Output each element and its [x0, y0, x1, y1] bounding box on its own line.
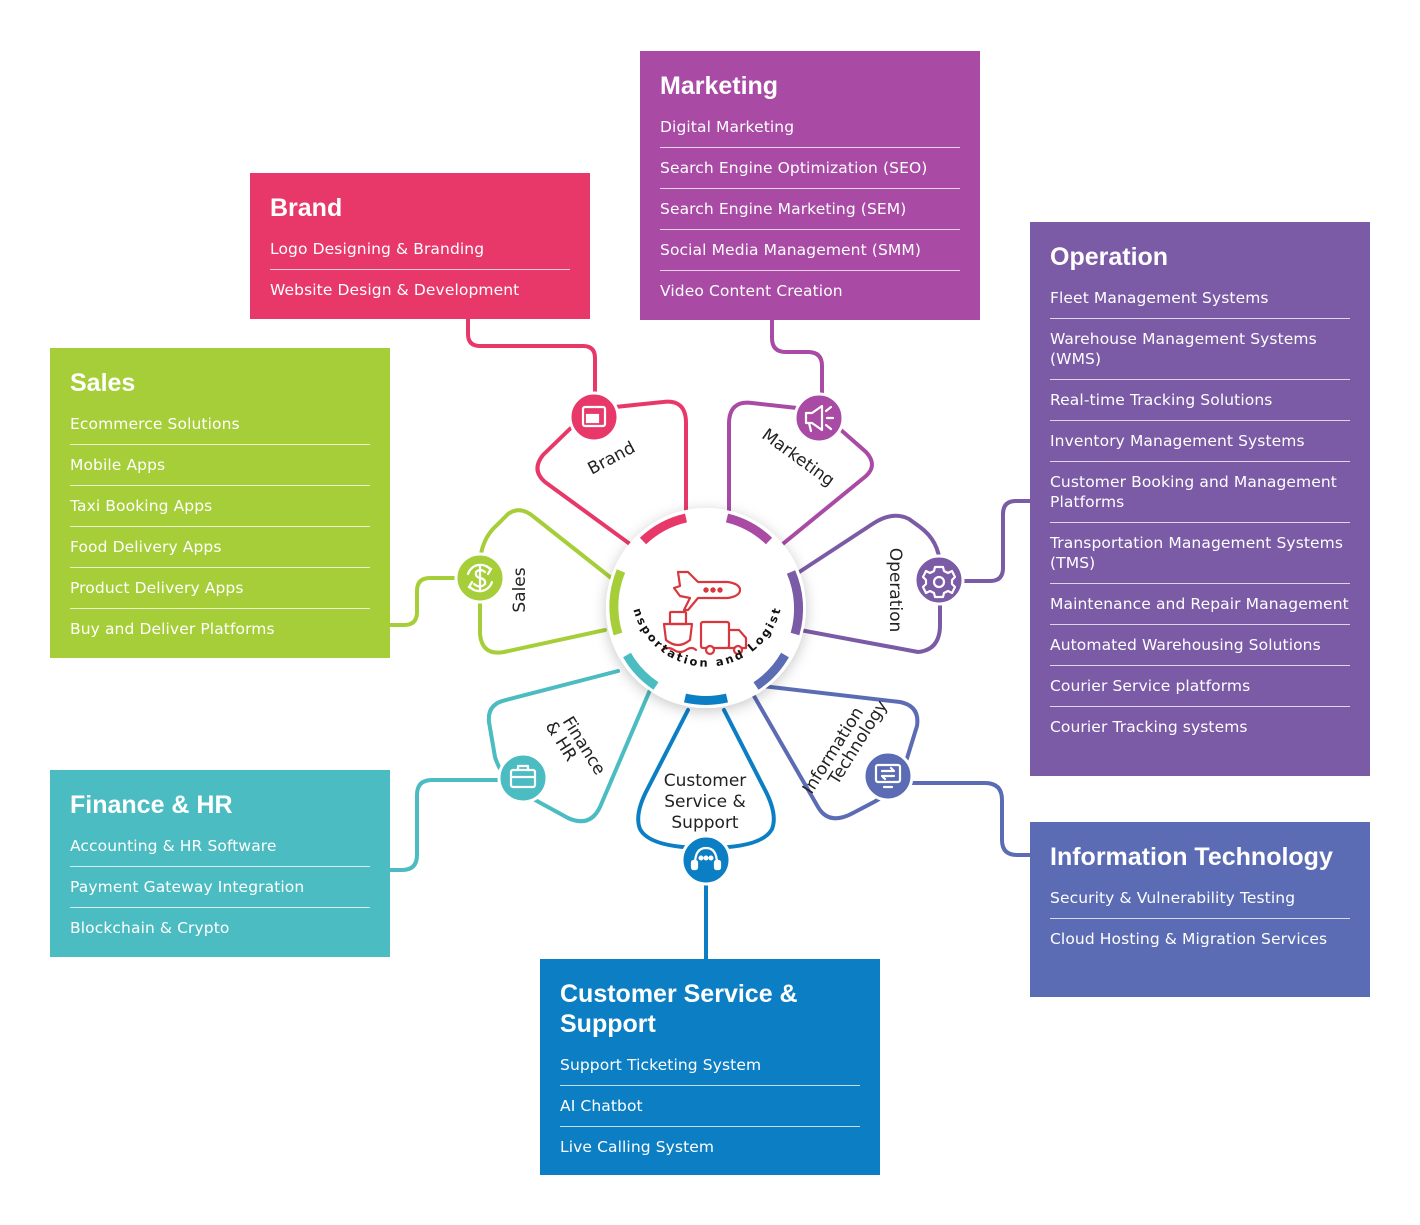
list-item[interactable]: Customer Booking and Management Platform… — [1050, 462, 1350, 523]
list-item[interactable]: Courier Tracking systems — [1050, 718, 1248, 736]
marketing-badge[interactable] — [793, 392, 845, 444]
operation-service-list: Fleet Management Systems Warehouse Manag… — [1050, 278, 1350, 747]
operation-badge[interactable] — [913, 554, 965, 606]
connector-sales — [388, 576, 459, 627]
list-item[interactable]: Taxi Booking Apps — [70, 486, 370, 527]
list-item[interactable]: Courier Service platforms — [1050, 666, 1350, 707]
marketing-service-list: Digital Marketing Search Engine Optimiza… — [660, 107, 960, 311]
list-item[interactable]: Warehouse Management Systems (WMS) — [1050, 319, 1350, 380]
sales-card-title: Sales — [70, 369, 136, 397]
headset-support-icon — [690, 846, 722, 871]
information-technology-service-list: Security & Vulnerability Testing Cloud H… — [1050, 878, 1350, 959]
briefcase-icon — [509, 764, 537, 789]
sales-service-list: Ecommerce Solutions Mobile Apps Taxi Boo… — [70, 404, 370, 649]
list-item[interactable]: Product Delivery Apps — [70, 568, 370, 609]
finance-hr-service-list: Accounting & HR Software Payment Gateway… — [70, 826, 370, 948]
list-item[interactable]: Website Design & Development — [270, 281, 520, 299]
list-item[interactable]: Accounting & HR Software — [70, 826, 370, 867]
list-item[interactable]: Buy and Deliver Platforms — [70, 620, 275, 638]
list-item[interactable]: Payment Gateway Integration — [70, 867, 370, 908]
customer-service-card-title: Customer Service & Support — [560, 980, 798, 1038]
hub-ring-operation — [786, 570, 804, 636]
list-item[interactable]: Food Delivery Apps — [70, 527, 370, 568]
connector-it — [908, 781, 1032, 857]
monitor-transfer-icon — [874, 763, 902, 789]
list-item[interactable]: Security & Vulnerability Testing — [1050, 878, 1350, 919]
hub-ring-sales — [609, 569, 626, 636]
list-item[interactable]: Social Media Management (SMM) — [660, 230, 960, 271]
connector-marketing — [770, 318, 824, 396]
petal-sales — [478, 508, 617, 655]
list-item[interactable]: Live Calling System — [560, 1138, 715, 1156]
information-technology-card-title: Information Technology — [1050, 843, 1333, 871]
list-item[interactable]: Real-time Tracking Solutions — [1050, 380, 1350, 421]
list-item[interactable]: AI Chatbot — [560, 1086, 860, 1127]
list-item[interactable]: Logo Designing & Branding — [270, 229, 570, 270]
brand-card-title: Brand — [270, 194, 343, 222]
list-item[interactable]: Transportation Management Systems (TMS) — [1050, 523, 1350, 584]
list-item[interactable]: Blockchain & Crypto — [70, 919, 230, 937]
finance-hr-card-title: Finance & HR — [70, 791, 233, 819]
list-item[interactable]: Mobile Apps — [70, 445, 370, 486]
list-item[interactable]: Automated Warehousing Solutions — [1050, 625, 1350, 666]
gear-settings-icon — [921, 565, 957, 599]
list-item[interactable]: Support Ticketing System — [560, 1045, 860, 1086]
operation-card: Operation Fleet Management Systems Wareh… — [1030, 222, 1370, 776]
segment-label-cs-line3: Support — [671, 813, 739, 833]
brand-card: Brand Logo Designing & Branding Website … — [250, 173, 590, 319]
list-item[interactable]: Fleet Management Systems — [1050, 278, 1350, 319]
brand-badge[interactable] — [568, 391, 620, 443]
connector-operation — [960, 499, 1032, 583]
ship-icon — [660, 610, 698, 654]
segment-label-operation: Operation — [885, 548, 905, 633]
operation-card-title: Operation — [1050, 243, 1169, 271]
list-item[interactable]: Cloud Hosting & Migration Services — [1050, 930, 1328, 948]
customer-service-list: Support Ticketing System AI Chatbot Live… — [560, 1045, 860, 1167]
list-item[interactable]: Inventory Management Systems — [1050, 421, 1350, 462]
marketing-card-title: Marketing — [660, 72, 779, 100]
cs-badge[interactable] — [680, 834, 732, 886]
dollar-refresh-icon — [466, 563, 494, 593]
hub-ring-it — [753, 652, 789, 690]
megaphone-icon — [804, 404, 835, 433]
segment-label-cs-line2: Service & — [664, 792, 746, 812]
information-technology-card: Information Technology Security & Vulner… — [1030, 822, 1370, 997]
segment-label-cs-line1: Customer — [664, 771, 747, 791]
list-item[interactable]: Video Content Creation — [660, 282, 843, 300]
list-item[interactable]: Maintenance and Repair Management — [1050, 584, 1350, 625]
truck-icon — [699, 620, 748, 656]
hub-ring-finance — [623, 652, 659, 690]
browser-window-icon — [581, 405, 607, 428]
hub-circle — [606, 508, 806, 708]
petal-operation — [779, 513, 942, 654]
hub-ring-brand — [639, 513, 688, 545]
hub-ring-cs — [683, 693, 729, 705]
brand-service-list: Logo Designing & Branding Website Design… — [270, 229, 570, 310]
sales-badge[interactable] — [454, 552, 506, 604]
finance-hr-card: Finance & HR Accounting & HR Software Pa… — [50, 770, 390, 957]
marketing-card: Marketing Digital Marketing Search Engin… — [640, 51, 980, 320]
hub-ring-marketing — [725, 513, 773, 545]
connector-finance — [388, 778, 502, 872]
airplane-icon — [672, 570, 742, 612]
it-badge[interactable] — [862, 750, 914, 802]
sales-card: Sales Ecommerce Solutions Mobile Apps Ta… — [50, 348, 390, 658]
segment-label-brand: Brand — [585, 438, 639, 479]
connector-brand — [466, 317, 597, 396]
customer-service-card: Customer Service & Support Support Ticke… — [540, 959, 880, 1175]
finance-badge[interactable] — [497, 752, 549, 804]
list-item[interactable]: Ecommerce Solutions — [70, 404, 370, 445]
segment-label-sales: Sales — [510, 567, 530, 612]
list-item[interactable]: Search Engine Marketing (SEM) — [660, 189, 960, 230]
list-item[interactable]: Digital Marketing — [660, 107, 960, 148]
list-item[interactable]: Search Engine Optimization (SEO) — [660, 148, 960, 189]
